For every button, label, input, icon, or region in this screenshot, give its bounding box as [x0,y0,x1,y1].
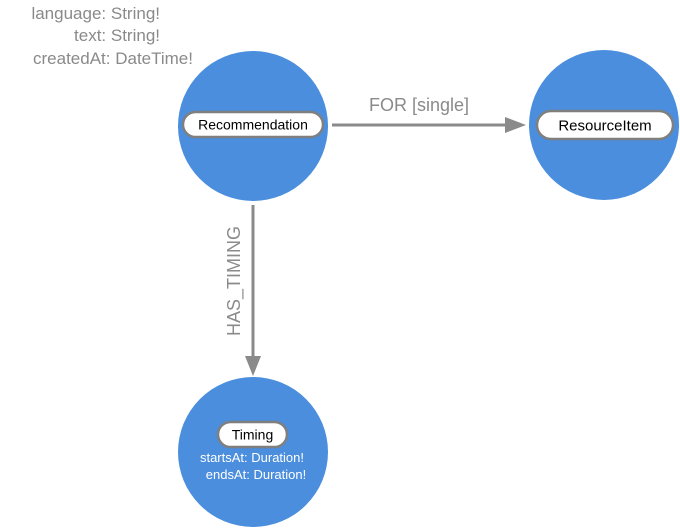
edge-has-timing-label: HAS_TIMING [224,226,245,336]
timing-property-endsat: endsAt: Duration! [206,467,306,482]
node-resource-item[interactable]: ResourceItem [529,50,679,200]
edge-for-arrowhead [505,117,526,133]
edge-for[interactable]: FOR [single] [332,95,526,133]
node-recommendation[interactable]: Recommendation [178,51,328,201]
node-recommendation-label-pill [181,110,325,139]
edge-has-timing-arrowhead [245,356,261,376]
node-recommendation-label: Recommendation [198,117,308,133]
timing-property-startsat: startsAt: Duration! [200,450,304,465]
node-resource-item-label: ResourceItem [558,118,651,135]
node-timing[interactable]: Timing startsAt: Duration! endsAt: Durat… [178,377,328,527]
node-resource-item-label-pill [535,109,675,141]
edge-for-label: FOR [single] [369,95,469,115]
recommendation-property-text: text: String! [74,26,160,45]
node-timing-label-pill [216,420,289,449]
recommendation-property-language: language: String! [31,4,160,23]
edge-has-timing[interactable]: HAS_TIMING [224,205,261,376]
recommendation-property-createdat: createdAt: DateTime! [33,49,193,68]
node-timing-label: Timing [232,427,274,443]
node-timing-circle [178,377,328,527]
recommendation-properties: language: String! text: String! createdA… [31,4,193,68]
